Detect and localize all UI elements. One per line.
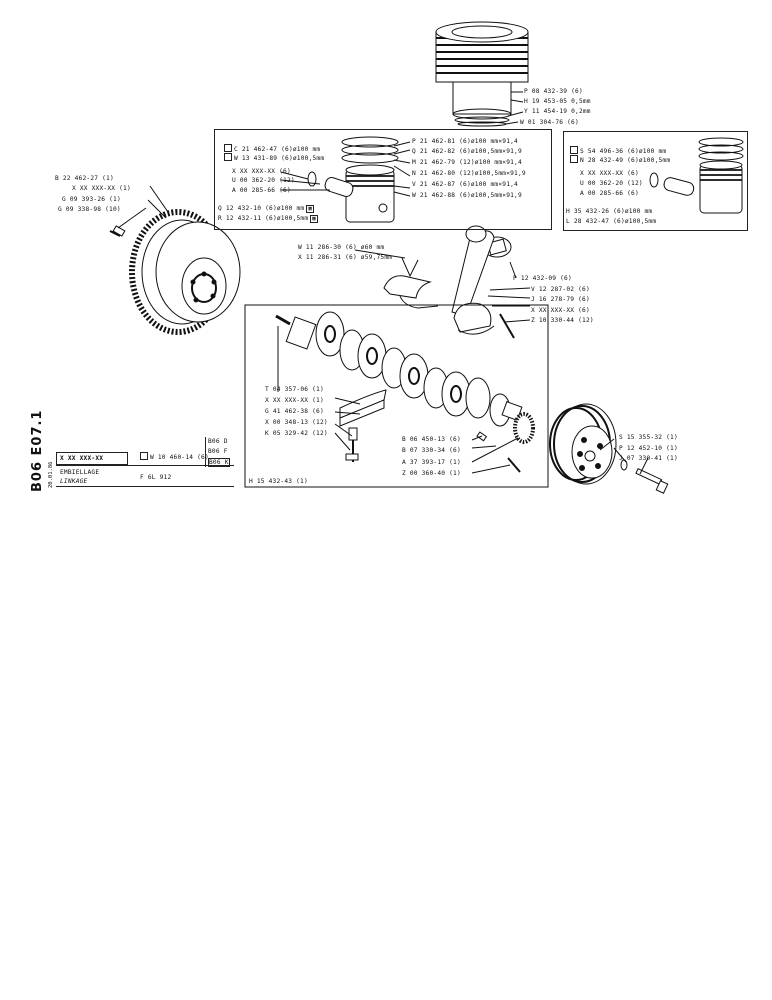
title-divider bbox=[56, 465, 234, 466]
part-number: N 28 432-49 (6)ø100,5mm bbox=[580, 157, 671, 164]
bearing-shell-drawing bbox=[383, 257, 439, 309]
subtitle: LINKAGE bbox=[60, 478, 88, 485]
part-number: C 21 462-47 (6)ø100 mm bbox=[234, 146, 321, 153]
part-number: Q 21 462-82 (6)ø100,5mm×91,9 bbox=[412, 148, 522, 155]
variant-label: B06 F bbox=[208, 448, 228, 455]
part-number: H 19 453-05 0,5mm bbox=[524, 98, 591, 105]
checkbox-icon bbox=[224, 153, 232, 161]
cylinder-drawing bbox=[435, 21, 529, 127]
part-number: K 05 329-42 (12) bbox=[265, 430, 328, 437]
conrod-drawing bbox=[451, 225, 515, 339]
counterweight-drawing bbox=[339, 389, 387, 462]
pulley-drawing bbox=[549, 403, 617, 485]
model: F 6L 912 bbox=[140, 474, 172, 481]
part-number: L 28 432-47 (6)ø100,5mm bbox=[566, 218, 657, 225]
part-number: P 08 432-39 (6) bbox=[524, 88, 583, 95]
checkbox-icon bbox=[570, 146, 578, 154]
part-number: B 07 330-34 (6) bbox=[402, 447, 461, 454]
title-ref: X XX XXX-XX bbox=[60, 455, 104, 462]
piston-kit-box-left bbox=[214, 129, 552, 230]
piston-right-drawing bbox=[649, 137, 744, 214]
part-number: J 16 278-79 (6) bbox=[531, 296, 590, 303]
crankshaft-assembly-number: H 15 432-43 (1) bbox=[249, 478, 308, 485]
part-number: N 21 462-80 (12)ø100,5mm×91,9 bbox=[412, 170, 526, 177]
part-number: X XX XXX-XX (6) bbox=[232, 168, 291, 175]
title-bottom-divider bbox=[56, 486, 234, 487]
variant-label: B06 D bbox=[208, 438, 228, 445]
part-number: P 12 432-09 (6) bbox=[513, 275, 572, 282]
part-number: X XX XXX-XX (6) bbox=[531, 307, 590, 314]
part-number: M 21 462-79 (12)ø100 mm×91,4 bbox=[412, 159, 522, 166]
part-number: V 12 287-02 (6) bbox=[531, 286, 590, 293]
part-number: X XX XXX-XX (6) bbox=[580, 170, 639, 177]
page-code: B06 E07.1 bbox=[30, 409, 45, 492]
variant-label: B06 K bbox=[208, 458, 230, 467]
variant-icon: ▦ bbox=[310, 215, 318, 223]
part-number: X 00 348-13 (12) bbox=[265, 419, 328, 426]
part-number: G 09 393-26 (1) bbox=[62, 196, 121, 203]
piston-kit-box-right bbox=[563, 131, 748, 231]
part-number: U 00 362-20 (12) bbox=[232, 177, 295, 184]
part-number: Z 00 360-40 (1) bbox=[402, 470, 461, 477]
part-number: P 12 452-10 (1) bbox=[619, 445, 678, 452]
part-number: W 01 304-76 (6) bbox=[520, 119, 579, 126]
part-number: W 21 462-88 (6)ø100,5mm×91,9 bbox=[412, 192, 522, 199]
part-number: S 54 496-36 (6)ø100 mm bbox=[580, 148, 667, 155]
bracket-line bbox=[205, 437, 206, 467]
flywheel-drawing bbox=[129, 209, 241, 335]
page-date: 20.01.86 bbox=[48, 461, 54, 489]
part-number: P 21 462-81 (6)ø100 mm×91,4 bbox=[412, 138, 518, 145]
part-number: T 04 357-06 (1) bbox=[265, 386, 324, 393]
option-ref: W 10 460-14 (6) bbox=[150, 454, 209, 461]
part-number: B 22 462-27 (1) bbox=[55, 175, 114, 182]
checkbox-icon bbox=[570, 155, 578, 163]
checkbox-icon bbox=[224, 144, 232, 152]
ref-box bbox=[56, 452, 128, 465]
part-number: Q 12 432-10 (6)ø100 mm bbox=[218, 205, 305, 212]
part-number: U 00 362-20 (12) bbox=[580, 180, 643, 187]
piston-left-drawing bbox=[307, 136, 399, 223]
crankshaft-drawing bbox=[285, 311, 535, 444]
part-number: B 06 450-13 (6) bbox=[402, 436, 461, 443]
part-number: V 21 462-87 (6)ø100 mm×91,4 bbox=[412, 181, 518, 188]
part-number: W 11 286-30 (6) ø60 mm bbox=[298, 244, 385, 251]
part-number: G 09 338-98 (10) bbox=[58, 206, 121, 213]
part-number: Z 10 330-44 (12) bbox=[531, 317, 594, 324]
part-number: W 13 431-89 (6)ø100,5mm bbox=[234, 155, 325, 162]
part-number: A 37 393-17 (1) bbox=[402, 459, 461, 466]
title: EMBIELLAGE bbox=[60, 469, 100, 476]
part-number: S 15 355-32 (1) bbox=[619, 434, 678, 441]
part-number: X XX XXX-XX (1) bbox=[72, 185, 131, 192]
part-number: R 12 432-11 (6)ø100,5mm bbox=[218, 215, 309, 222]
part-number: G 41 462-38 (6) bbox=[265, 408, 324, 415]
part-number: A 00 285-66 (6) bbox=[580, 190, 639, 197]
part-number: X XX XXX-XX (1) bbox=[265, 397, 324, 404]
variant-icon: ▦ bbox=[306, 205, 314, 213]
part-number: H 35 432-26 (6)ø100 mm bbox=[566, 208, 653, 215]
part-number: A 00 285-66 (6) bbox=[232, 187, 291, 194]
part-number: Y 11 454-19 0,2mm bbox=[524, 108, 591, 115]
part-number: J 07 330-41 (1) bbox=[619, 455, 678, 462]
checkbox-icon bbox=[140, 452, 148, 460]
part-number: X 11 286-31 (6) ø59,75mm bbox=[298, 254, 393, 261]
